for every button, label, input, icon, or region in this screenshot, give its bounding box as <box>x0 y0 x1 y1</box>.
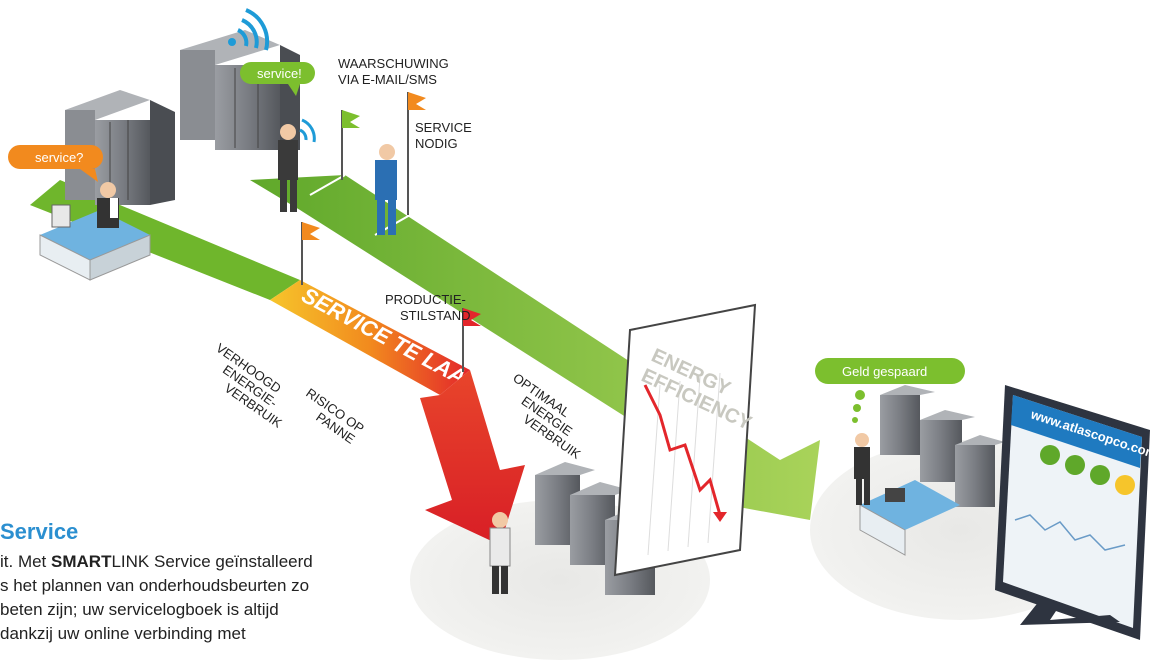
label-waarschuwing: WAARSCHUWING VIA E-MAIL/SMS <box>338 56 449 87</box>
label-productiestilstand: PRODUCTIE- STILSTAND <box>385 292 471 323</box>
man-with-phone <box>278 124 298 212</box>
service-heading: Service <box>0 519 79 544</box>
operator-desk-left <box>39 182 151 281</box>
monitor-dashboard-widgets <box>1014 445 1135 551</box>
svg-text:service!: service! <box>257 66 302 81</box>
desk-right <box>854 433 960 556</box>
service-technician <box>375 144 397 235</box>
svg-text:STILSTAND: STILSTAND <box>400 308 471 323</box>
smartlink-monitor: www.atlascopco.com/smartlink <box>995 385 1163 640</box>
service-text-line-4: dankzij uw online verbinding met <box>0 624 246 643</box>
label-service-nodig: SERVICE NODIG <box>415 120 472 151</box>
flag-red-stop <box>462 308 481 372</box>
efficiency-trend-line <box>643 384 722 516</box>
wifi-icon-phone <box>299 118 316 143</box>
red-arrow <box>420 370 525 545</box>
svg-text:PRODUCTIE-: PRODUCTIE- <box>385 292 466 307</box>
service-text-line-2: s het plannen van onderhoudsbeurten zo <box>0 576 310 595</box>
band-service-late <box>270 280 470 395</box>
svg-text:WAARSCHUWING: WAARSCHUWING <box>338 56 449 71</box>
flag-orange-late <box>301 222 320 285</box>
label-risico-op-panne: RISICO OP PANNE <box>303 385 367 447</box>
energy-efficiency-panel: ENERGY EFFICIENCY <box>613 303 757 577</box>
service-text-line-3: beten zijn; uw servicelogboek is altijd <box>0 600 279 619</box>
service-text-line-1: it. Met SMARTLINK Service geïnstalleerd <box>0 552 313 571</box>
svg-text:Geld gespaard: Geld gespaard <box>842 364 927 379</box>
bubble-geld-gespaard: Geld gespaard <box>815 358 965 423</box>
efficiency-trend-arrow <box>713 512 727 522</box>
svg-text:VIA E-MAIL/SMS: VIA E-MAIL/SMS <box>338 72 437 87</box>
service-text-block: Service it. Met SMARTLINK Service geïnst… <box>0 520 520 646</box>
compressors-saved <box>880 385 1005 507</box>
wifi-icon <box>228 8 270 51</box>
bubble-service-question: service? <box>8 145 103 182</box>
svg-text:NODIG: NODIG <box>415 136 458 151</box>
flag-green-1 <box>341 110 360 180</box>
svg-text:SERVICE: SERVICE <box>415 120 472 135</box>
stressed-man <box>489 512 511 594</box>
flag-orange-service <box>407 92 426 215</box>
bubble-service-exclaim: service! <box>240 62 315 96</box>
label-verhoogd-energieverbruik: VERHOOGD ENERGIE- VERBRUIK <box>213 340 285 431</box>
svg-text:service?: service? <box>35 150 83 165</box>
